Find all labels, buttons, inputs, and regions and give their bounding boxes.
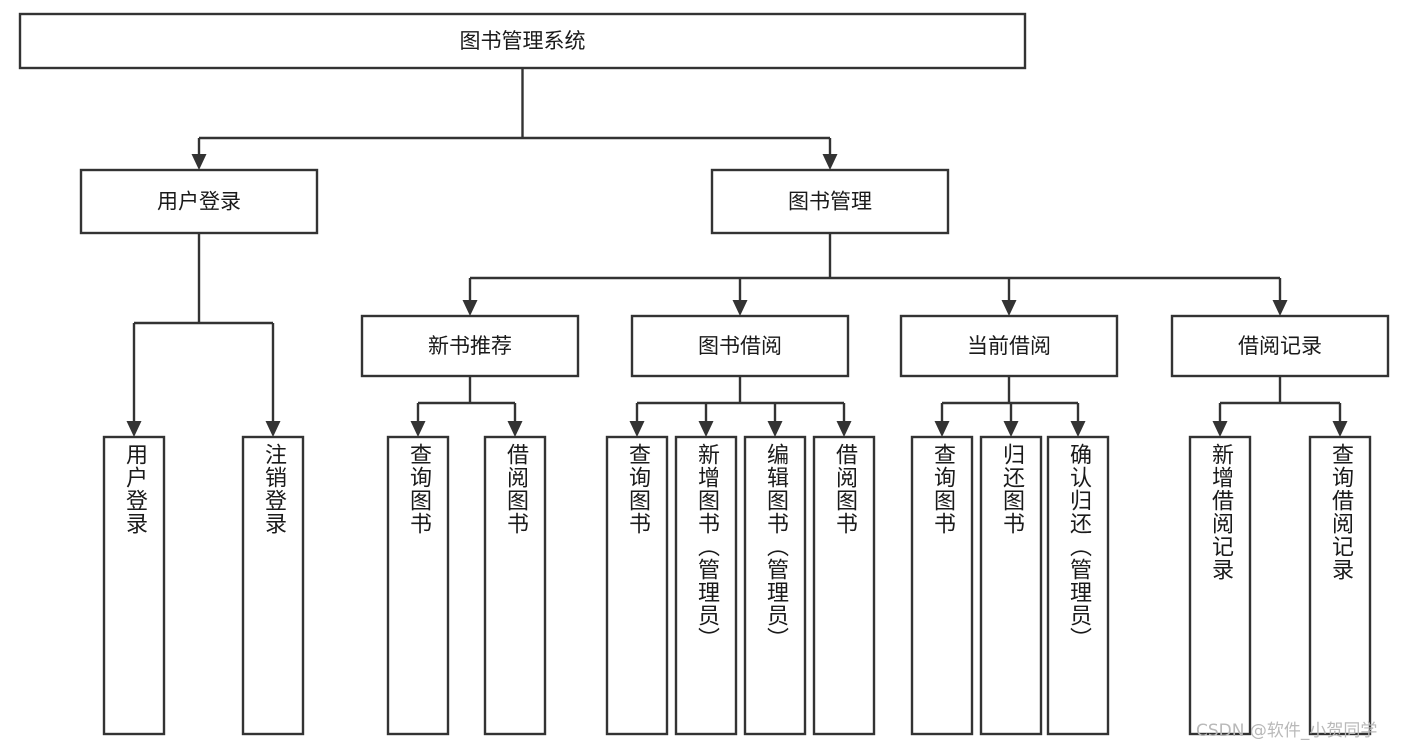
node-box: [605, 435, 669, 736]
node-box: [812, 435, 876, 736]
node-label: 图书管理系统: [460, 29, 586, 53]
node-current-borrow[interactable]: 当前借阅: [899, 314, 1119, 378]
node-book-manage[interactable]: 图书管理: [710, 168, 950, 235]
connector-group-new-book-recommend: [410, 376, 523, 437]
node-box: [241, 435, 305, 736]
node-box: [674, 435, 738, 736]
arrow-head-icon: [410, 421, 426, 437]
arrow-head-icon: [934, 421, 950, 437]
arrow-head-icon: [1001, 300, 1017, 316]
node-leaf-edit-book-admin[interactable]: [743, 435, 807, 736]
arrow-head-icon: [767, 421, 783, 437]
node-box: [743, 435, 807, 736]
node-box: [710, 168, 950, 235]
node-leaf-add-borrow-record[interactable]: [1188, 435, 1252, 736]
node-box: [1188, 435, 1252, 736]
node-box: [79, 168, 319, 235]
node-leaf-query-book-3[interactable]: [910, 435, 974, 736]
node-leaf-query-book-1[interactable]: [386, 435, 450, 736]
node-leaf-borrow-book-1[interactable]: [483, 435, 547, 736]
connector-group-borrow-record: [1212, 376, 1348, 437]
arrow-head-icon: [126, 421, 142, 437]
node-box: [630, 314, 850, 378]
connector-group-book-manage: [462, 233, 1288, 316]
arrow-head-icon: [507, 421, 523, 437]
node-label: 图书管理: [788, 190, 872, 214]
node-label: 图书借阅: [698, 334, 782, 358]
node-new-book-recommend[interactable]: 新书推荐: [360, 314, 580, 378]
connector-group-root: [191, 68, 838, 170]
node-box: [18, 12, 1027, 70]
node-box: [899, 314, 1119, 378]
node-root[interactable]: 图书管理系统: [18, 12, 1027, 70]
arrow-head-icon: [265, 421, 281, 437]
connector-group-user-login: [126, 233, 281, 437]
node-label: 当前借阅: [967, 334, 1051, 358]
arrow-head-icon: [462, 300, 478, 316]
connector-group-book-borrow: [629, 376, 852, 437]
node-box: [360, 314, 580, 378]
node-box: [979, 435, 1043, 736]
node-box: [1170, 314, 1390, 378]
arrow-head-icon: [1332, 421, 1348, 437]
arrow-head-icon: [732, 300, 748, 316]
node-box: [483, 435, 547, 736]
arrow-head-icon: [836, 421, 852, 437]
node-leaf-query-borrow-record[interactable]: [1308, 435, 1372, 736]
node-label: 用户登录: [157, 190, 241, 214]
node-leaf-user-login[interactable]: [102, 435, 166, 736]
arrow-head-icon: [1003, 421, 1019, 437]
watermark: CSDN @软件_小贺同学: [1196, 721, 1378, 741]
node-label: 新书推荐: [428, 334, 512, 358]
arrow-head-icon: [698, 421, 714, 437]
node-box: [102, 435, 166, 736]
arrow-head-icon: [1212, 421, 1228, 437]
node-box: [1046, 435, 1110, 736]
node-box: [910, 435, 974, 736]
node-box: [386, 435, 450, 736]
node-book-borrow[interactable]: 图书借阅: [630, 314, 850, 378]
node-borrow-record[interactable]: 借阅记录: [1170, 314, 1390, 378]
node-leaf-confirm-return-admin[interactable]: [1046, 435, 1110, 736]
arrow-head-icon: [822, 154, 838, 170]
node-user-login[interactable]: 用户登录: [79, 168, 319, 235]
arrow-head-icon: [1272, 300, 1288, 316]
node-label: 借阅记录: [1238, 334, 1322, 358]
arrow-head-icon: [1070, 421, 1086, 437]
connector-group-current-borrow: [934, 376, 1086, 437]
node-leaf-logout-login[interactable]: [241, 435, 305, 736]
connector-layer: [126, 68, 1348, 437]
node-leaf-query-book-2[interactable]: [605, 435, 669, 736]
node-box: [1308, 435, 1372, 736]
arrow-head-icon: [629, 421, 645, 437]
arrow-head-icon: [191, 154, 207, 170]
node-leaf-return-book[interactable]: [979, 435, 1043, 736]
node-leaf-borrow-book-2[interactable]: [812, 435, 876, 736]
node-leaf-add-book-admin[interactable]: [674, 435, 738, 736]
